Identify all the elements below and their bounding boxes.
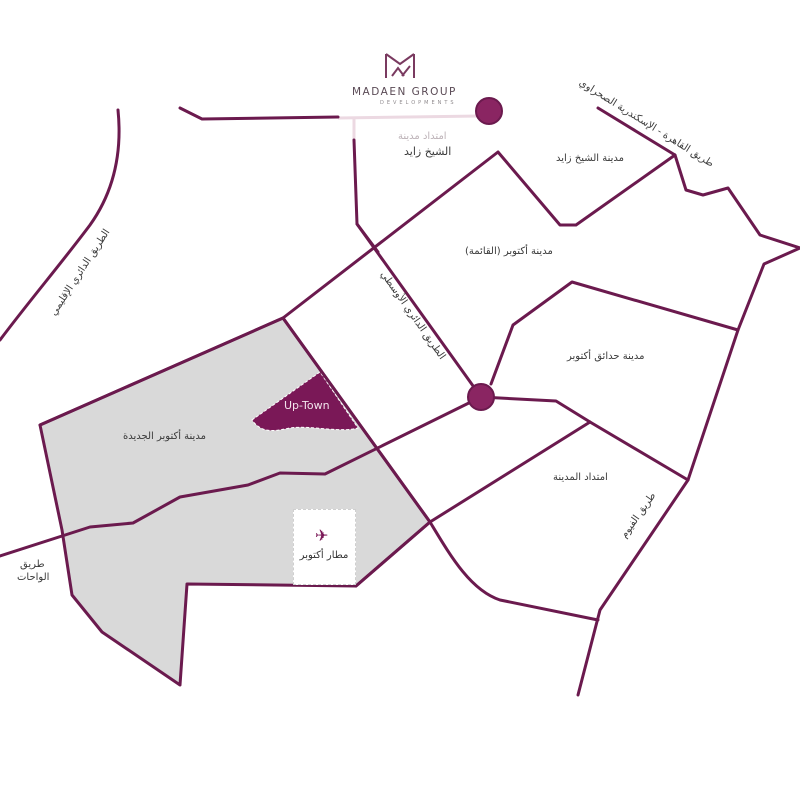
label-sheikh-zayed: مدينة الشيخ زايد — [556, 153, 624, 164]
label-wahat-2: الواحات — [17, 572, 50, 583]
road-top-horizontal — [178, 106, 340, 121]
label-hadayek-october: مدينة حدائق أكتوبر — [567, 351, 645, 362]
label-october-existing: مدينة أكتوبر (القائمة) — [465, 246, 553, 257]
road-hadayek-north — [489, 280, 740, 386]
middle-ring-south — [281, 316, 600, 622]
label-airport: مطار أكتوبر — [299, 550, 349, 561]
label-wahat-1: طريق — [20, 559, 45, 570]
road-october-north — [38, 150, 677, 427]
airplane-icon: ✈ — [315, 526, 329, 545]
regional-ring-road — [0, 108, 121, 342]
label-city-extension: امتداد المدينة — [553, 472, 608, 483]
middle-ring-road — [355, 222, 483, 399]
wahat-road — [0, 395, 483, 558]
label-zayed-extension-2: الشيخ زايد — [404, 145, 452, 158]
uptown-label[interactable]: Up-Town — [284, 399, 330, 412]
new-october-area — [38, 316, 432, 687]
brand-name: MADAEN GROUP — [352, 86, 457, 98]
brand-subtitle: DEVELOPMENTS — [380, 100, 457, 106]
label-new-october: مدينة أكتوبر الجديدة — [123, 431, 206, 442]
road-city-extension — [354, 420, 592, 588]
road-east — [576, 246, 800, 697]
faint-road-top — [337, 114, 481, 120]
uptown-area[interactable] — [251, 371, 359, 431]
airport-box — [293, 509, 356, 585]
label-zayed-extension-1: امتداد مدينة — [398, 131, 447, 142]
cairo-alex-desert-road — [596, 106, 800, 250]
madaen-logo-icon — [385, 53, 415, 78]
road-node-east — [479, 395, 690, 482]
